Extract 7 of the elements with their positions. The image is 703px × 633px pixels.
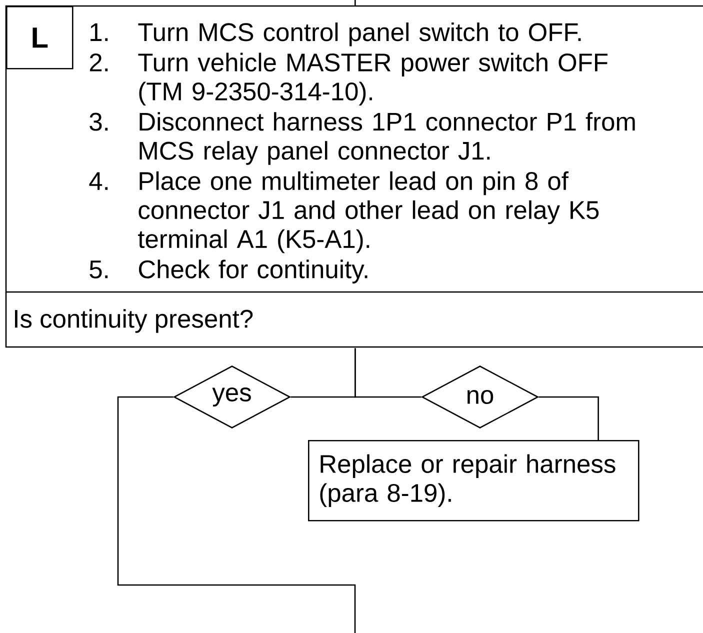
connector-line — [117, 396, 356, 633]
connector-line — [354, 348, 422, 398]
question-box: Is continuity present? — [5, 292, 703, 348]
connector-line — [354, 0, 356, 6]
action-box: Replace or repair harness (para 8-19). — [308, 440, 640, 522]
connector-line — [538, 396, 599, 440]
step-letter-box: L — [6, 6, 74, 70]
